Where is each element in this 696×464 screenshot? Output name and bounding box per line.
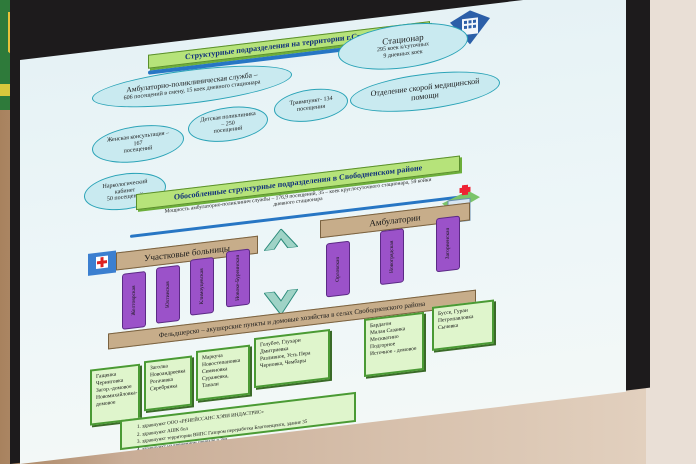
hospital-name: Желтоярская [131, 285, 137, 316]
ambulatory-column: Загорненская [436, 215, 460, 273]
presentation-screen: Структурные подразделения на территории … [20, 0, 626, 464]
hospital-name: Юхтинская [165, 280, 171, 308]
hospital-building-icon [86, 244, 118, 278]
ambulatory-column: Новогрядская [380, 228, 404, 286]
ambulatory-name: Орловская [335, 256, 341, 282]
hospital-stationary: Стационар 295 коек к/суточных 9 дневных … [338, 16, 468, 77]
wall-panel [646, 0, 696, 464]
hospital-column: Желтоярская [122, 270, 146, 330]
ambulatory-name: Загорненская [445, 228, 451, 260]
women-consultation: Женская консультация – 167 посещений [92, 120, 184, 168]
village-group: Бардагон Малая Сазанка Москватино Подгор… [364, 311, 424, 377]
building-icon [450, 8, 490, 47]
ambulatory-name: Новогрядская [389, 240, 395, 274]
ambulatories-text: Амбулатории [369, 212, 421, 229]
children-clinic: Детская поликлиника – 250 посещений [188, 102, 268, 146]
district-hospitals-text: Участковые больницы [144, 242, 230, 264]
village-group: Гащенка Черниговка Загор.-домовое Новоми… [90, 363, 140, 426]
trauma-point: Травмпункт- 134 посещения [274, 84, 348, 126]
hospital-name: Новоке-Буреинская [235, 254, 241, 302]
arrows-up-icon [262, 227, 300, 253]
ambulatory-column: Орловская [326, 240, 350, 298]
hospital-column: Новоке-Буреинская [226, 248, 250, 308]
hospital-column: Климоуцевская [190, 256, 214, 316]
village-group: Маркуча Новостепановка Семеновка Суражев… [196, 344, 250, 402]
hospital-column: Юхтинская [156, 264, 180, 324]
village-group: Заголка Новоандреевка Рогачевка Серебрян… [144, 355, 192, 412]
village-group: Голубое, Глухари Дмитриевка Разливное, У… [254, 329, 330, 389]
village-group: Буссе, Гуран Петропавловка Сычевка [432, 299, 494, 351]
emergency-department: Отделение скорой медицинской помощи [350, 64, 500, 119]
hospital-name: Климоуцевская [199, 267, 205, 305]
